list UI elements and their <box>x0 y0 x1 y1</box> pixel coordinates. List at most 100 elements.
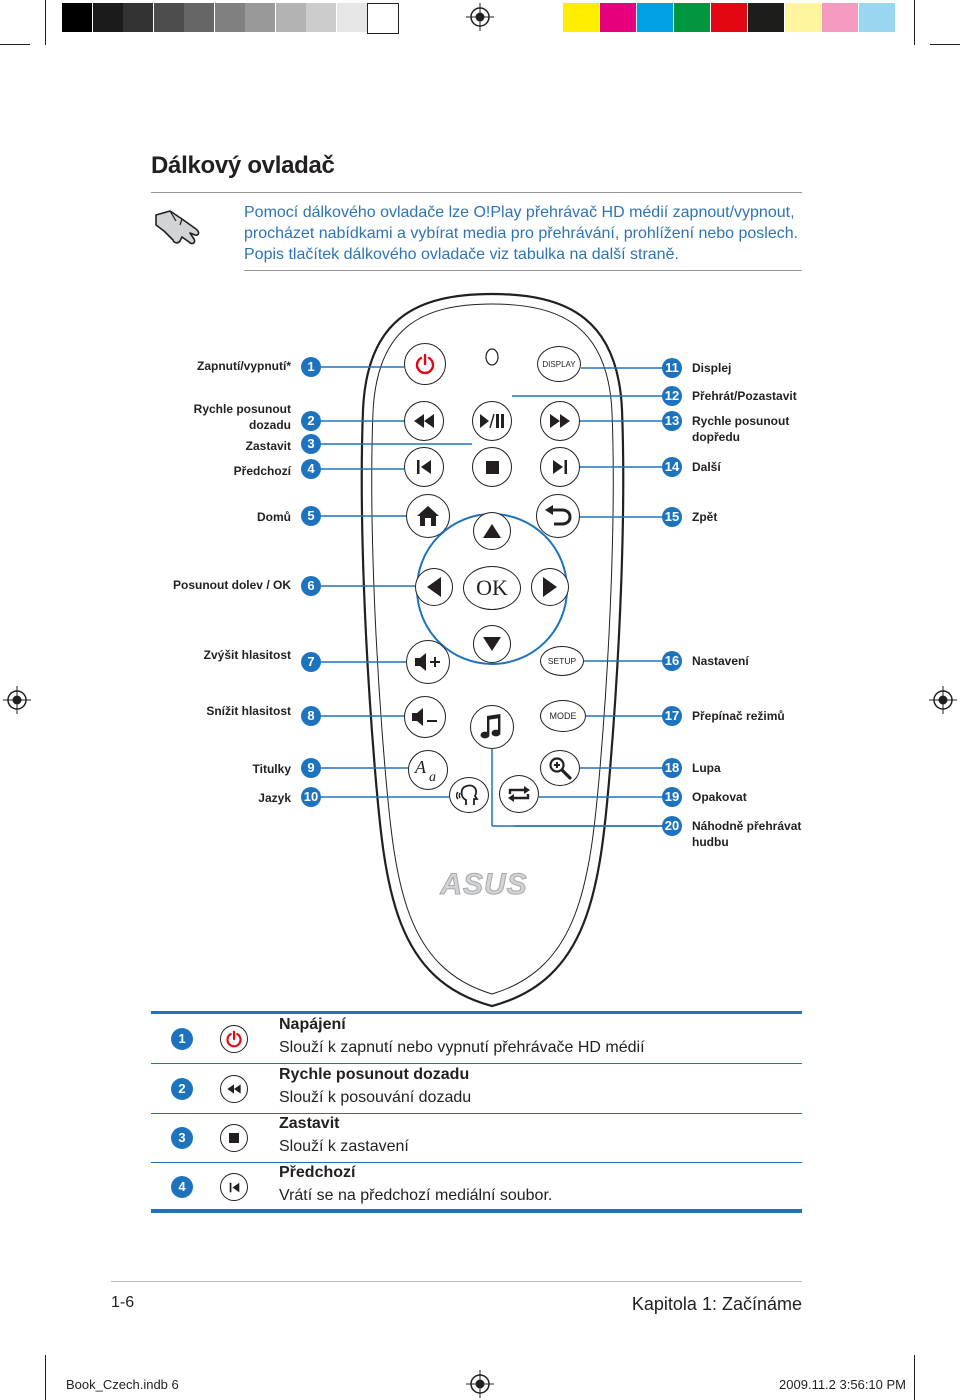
fast-forward-icon <box>550 414 570 428</box>
crop-mark <box>914 0 915 45</box>
color-swatch <box>275 3 306 32</box>
ok-button[interactable]: OK <box>463 566 521 610</box>
callout-number: 1 <box>301 357 321 377</box>
fast-forward-button[interactable] <box>540 401 580 441</box>
callout-number: 11 <box>662 358 682 378</box>
intro-paragraph: Pomocí dálkového ovladače lze O!Play pře… <box>244 204 799 263</box>
zoom-icon <box>549 757 572 780</box>
color-swatch <box>748 3 784 32</box>
svg-text:a: a <box>429 770 436 783</box>
stop-button[interactable] <box>472 447 512 487</box>
previous-icon <box>220 1173 248 1201</box>
callout-number: 10 <box>301 787 321 807</box>
callout-label: Posunout dolev / OK <box>172 578 291 592</box>
table-row-name: Napájení <box>279 1016 346 1033</box>
mode-button[interactable]: MODE <box>540 700 586 732</box>
callout-label: Snížit hlasitost <box>206 704 291 718</box>
color-swatch <box>153 3 184 32</box>
display-button[interactable]: DISPLAY <box>537 346 581 382</box>
color-swatch <box>336 3 367 32</box>
color-swatch <box>859 3 895 32</box>
color-swatch <box>245 3 275 32</box>
callout-label: Jazyk <box>258 791 291 805</box>
callout-label: Opakovat <box>692 790 747 804</box>
volume-up-button[interactable] <box>406 640 450 684</box>
callout-number: 20 <box>662 816 682 836</box>
callout-label: Nastavení <box>692 654 749 668</box>
callout-label: Přehrát/Pozastavit <box>692 389 797 403</box>
crop-mark <box>914 1355 915 1400</box>
crop-mark <box>45 1355 46 1400</box>
color-swatch <box>184 3 214 32</box>
up-button[interactable] <box>473 512 511 550</box>
table-row-description: Vrátí se na předchozí mediální soubor. <box>279 1187 553 1204</box>
table-row-number: 1 <box>171 1028 193 1050</box>
setup-button[interactable]: SETUP <box>540 646 584 676</box>
svg-text:A: A <box>414 757 427 777</box>
repeat-button[interactable] <box>499 775 539 813</box>
crop-mark <box>930 44 960 45</box>
table-row-number: 2 <box>171 1078 193 1100</box>
registration-mark-icon <box>466 3 494 31</box>
callout-number: 16 <box>662 651 682 671</box>
divider <box>151 192 802 193</box>
registration-mark-icon <box>466 1370 494 1398</box>
callout-number: 7 <box>301 652 321 672</box>
callout-number: 9 <box>301 758 321 778</box>
next-button[interactable] <box>540 447 580 487</box>
color-swatch <box>600 3 636 32</box>
color-swatch <box>92 3 123 32</box>
registration-mark-icon <box>929 686 957 714</box>
callout-label: Další <box>692 460 721 474</box>
right-button[interactable] <box>531 568 569 606</box>
slug-filename: Book_Czech.indb 6 <box>66 1377 179 1392</box>
callout-number: 8 <box>301 706 321 726</box>
slug-timestamp: 2009.11.2 3:56:10 PM <box>779 1377 906 1392</box>
color-swatch <box>123 3 153 32</box>
color-swatch <box>214 3 245 32</box>
table-row-name: Předchozí <box>279 1164 356 1181</box>
table-row-divider <box>151 1063 802 1064</box>
zoom-button[interactable] <box>540 750 580 786</box>
play-pause-icon <box>480 414 504 428</box>
color-swatch <box>367 3 399 34</box>
play-pause-button[interactable] <box>472 401 512 441</box>
language-head-icon <box>456 784 479 805</box>
music-shuffle-button[interactable] <box>470 705 514 749</box>
language-button[interactable] <box>449 777 489 813</box>
callout-number: 13 <box>662 411 682 431</box>
power-button[interactable] <box>404 343 446 385</box>
callout-label: Lupa <box>692 761 721 775</box>
callout-label: Displej <box>692 361 732 375</box>
callout-label: Zpět <box>692 510 718 524</box>
callout-label: Titulky <box>252 762 291 776</box>
callout-number: 18 <box>662 758 682 778</box>
home-icon <box>417 506 439 526</box>
stop-icon <box>220 1124 248 1152</box>
repeat-icon <box>508 786 530 802</box>
volume-down-icon <box>412 708 437 726</box>
previous-icon <box>417 460 431 474</box>
chapter-title: Kapitola 1: Začínáme <box>631 1294 802 1314</box>
color-swatch <box>306 3 336 32</box>
color-swatch <box>637 3 673 32</box>
divider <box>244 270 802 271</box>
callout-number: 14 <box>662 457 682 477</box>
previous-button[interactable] <box>404 447 444 487</box>
left-button[interactable] <box>415 568 453 606</box>
callout-number: 3 <box>301 434 321 454</box>
color-swatch <box>785 3 821 32</box>
down-button[interactable] <box>473 625 511 663</box>
callout-label: Zapnutí/vypnutí* <box>197 359 291 373</box>
volume-down-button[interactable] <box>404 696 446 738</box>
table-row-divider <box>151 1162 802 1163</box>
rewind-button[interactable] <box>404 401 444 441</box>
callout-label: Předchozí <box>233 464 291 478</box>
next-icon <box>553 460 567 474</box>
footer-rule <box>111 1281 802 1282</box>
back-button[interactable] <box>536 494 580 538</box>
color-swatch <box>62 3 92 32</box>
color-swatch <box>674 3 710 32</box>
callout-label: Domů <box>257 510 291 524</box>
